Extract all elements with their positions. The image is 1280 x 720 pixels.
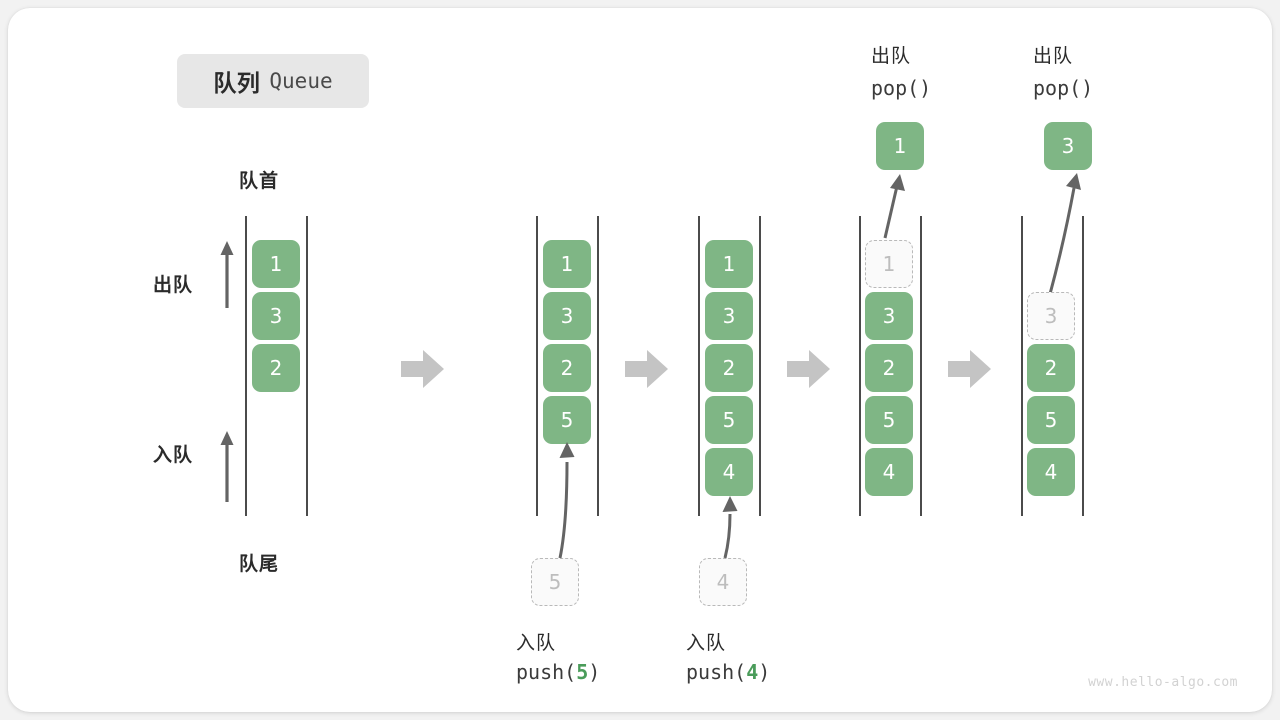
push-caption-code: push(4) [686,660,770,684]
pop-arrow-icon [1048,173,1081,295]
queue-cell: 2 [705,344,753,392]
step-arrow-icon [948,350,991,388]
push-code-suffix: ) [588,660,601,684]
queue-rail-right-3 [759,216,761,516]
push-arrow-icon [722,496,738,559]
push-caption-cn: 入队 [516,633,557,654]
queue-rail-right-5 [1082,216,1084,516]
queue-rail-left-1 [245,216,247,516]
queue-cell: 3 [543,292,591,340]
diagram-card: 队列 Queue 队首 队尾 出队 入队 1 3 2 1 3 [8,8,1272,712]
step-arrow-icon [625,350,668,388]
queue-cell: 4 [865,448,913,496]
queue-cell: 5 [865,396,913,444]
queue-rail-left-5 [1021,216,1023,516]
label-head: 队首 [239,171,280,192]
queue-cell: 2 [865,344,913,392]
dequeue-direction-arrow-icon [220,241,234,308]
queue-cell: 5 [705,396,753,444]
label-enqueue-direction: 入队 [153,445,194,466]
title-english: Queue [269,69,333,93]
queue-rail-left-3 [698,216,700,516]
pop-caption-cn: 出队 [871,46,912,67]
push-caption-cn: 入队 [686,633,727,654]
step-arrow-icon [787,350,830,388]
push-code-prefix: push( [516,660,577,684]
queue-cell: 1 [252,240,300,288]
watermark: www.hello-algo.com [1088,675,1238,690]
queue-cell: 4 [705,448,753,496]
queue-rail-right-4 [920,216,922,516]
pending-push-cell: 5 [531,558,579,606]
step-arrow-icon [401,350,444,388]
diagram-title-badge: 队列 Queue [177,54,369,108]
pop-caption-cn: 出队 [1033,46,1074,67]
push-code-number: 4 [746,660,759,684]
queue-cell: 3 [865,292,913,340]
queue-cell: 3 [705,292,753,340]
push-code-prefix: push( [686,660,747,684]
label-tail: 队尾 [239,554,280,575]
queue-cell: 2 [252,344,300,392]
title-chinese: 队列 [213,70,261,96]
queue-cell: 2 [543,344,591,392]
push-arrow-icon [558,442,575,559]
queue-cell: 4 [1027,448,1075,496]
queue-rail-right-1 [306,216,308,516]
pending-push-cell: 4 [699,558,747,606]
enqueue-direction-arrow-icon [220,431,234,502]
queue-cell: 1 [543,240,591,288]
queue-rail-left-4 [859,216,861,516]
push-code-suffix: ) [758,660,771,684]
popped-ghost-cell: 1 [865,240,913,288]
push-code-number: 5 [576,660,589,684]
queue-cell: 2 [1027,344,1075,392]
pop-caption-code: pop() [1033,76,1094,100]
popped-cell: 1 [876,122,924,170]
popped-cell: 3 [1044,122,1092,170]
queue-rail-right-2 [597,216,599,516]
queue-cell: 5 [1027,396,1075,444]
queue-cell: 3 [252,292,300,340]
queue-cell: 1 [705,240,753,288]
queue-cell: 5 [543,396,591,444]
label-dequeue-direction: 出队 [153,275,194,296]
popped-ghost-cell: 3 [1027,292,1075,340]
push-caption-code: push(5) [516,660,600,684]
queue-rail-left-2 [536,216,538,516]
pop-arrow-icon [883,174,905,239]
pop-caption-code: pop() [871,76,932,100]
